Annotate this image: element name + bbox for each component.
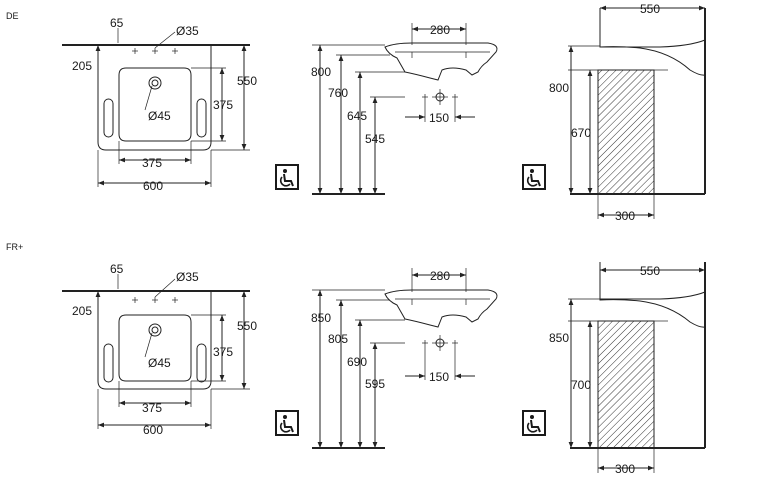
dim-bracket-width: 300 <box>615 209 635 223</box>
dim-depth-to-taps: 205 <box>72 304 92 318</box>
dim-drain-spacing: 280 <box>430 23 450 37</box>
dim-wall-height-2: 700 <box>571 378 591 392</box>
dim-drain: Ø45 <box>148 356 171 370</box>
dim-height-2: 805 <box>328 332 348 346</box>
wheelchair-icon <box>275 410 299 436</box>
dim-height-4: 545 <box>365 132 385 146</box>
dim-height-4: 595 <box>365 377 385 391</box>
dim-bowl-width: 375 <box>142 401 162 415</box>
dim-waste-spacing: 150 <box>429 370 449 384</box>
tap-holes <box>132 297 178 303</box>
dim-height-2: 760 <box>328 86 348 100</box>
wall-view: 550 800 670 300 <box>549 2 706 223</box>
dim-tap-offset: 65 <box>110 16 124 30</box>
dim-bracket-width: 300 <box>615 462 635 476</box>
dim-depth-to-taps: 205 <box>72 59 92 73</box>
side-view: 280 800 760 645 545 150 <box>311 23 498 195</box>
wall-view: 550 850 700 300 <box>549 262 706 476</box>
dim-height-1: 800 <box>311 65 331 79</box>
dim-overall-width: 600 <box>143 179 163 193</box>
dim-projection: 550 <box>640 2 660 16</box>
section-label: DE <box>6 11 19 21</box>
dim-wall-height-2: 670 <box>571 126 591 140</box>
dim-tap-offset: 65 <box>110 262 124 276</box>
dim-overall-depth: 550 <box>237 319 257 333</box>
tap-holes <box>132 48 178 54</box>
dim-bowl-depth: 375 <box>213 98 233 112</box>
dim-height-1: 850 <box>311 311 331 325</box>
top-view: 65 Ø35 205 550 375 Ø45 375 600 <box>62 262 257 437</box>
section-de: DE 65 Ø35 205 550 <box>6 2 706 223</box>
section-label: FR+ <box>6 242 23 252</box>
dim-overall-width: 600 <box>143 423 163 437</box>
side-view: 280 850 805 690 595 150 <box>311 268 498 449</box>
dim-bowl-width: 375 <box>142 156 162 170</box>
dim-projection: 550 <box>640 264 660 278</box>
dim-wall-height-1: 850 <box>549 331 569 345</box>
dim-drain-spacing: 280 <box>430 269 450 283</box>
dim-height-3: 645 <box>347 109 367 123</box>
top-view: 65 Ø35 205 550 375 Ø45 375 600 <box>62 16 257 193</box>
wheelchair-icon <box>275 164 299 190</box>
dim-waste-spacing: 150 <box>429 111 449 125</box>
section-fr-plus: FR+ 65 Ø35 205 550 <box>6 242 706 476</box>
wheelchair-icon <box>522 410 546 436</box>
dim-height-3: 690 <box>347 355 367 369</box>
dim-tap-hole: Ø35 <box>176 24 199 38</box>
dim-drain: Ø45 <box>148 109 171 123</box>
dim-bowl-depth: 375 <box>213 345 233 359</box>
dim-wall-height-1: 800 <box>549 81 569 95</box>
dim-tap-hole: Ø35 <box>176 270 199 284</box>
wheelchair-icon <box>522 164 546 190</box>
dim-overall-depth: 550 <box>237 74 257 88</box>
